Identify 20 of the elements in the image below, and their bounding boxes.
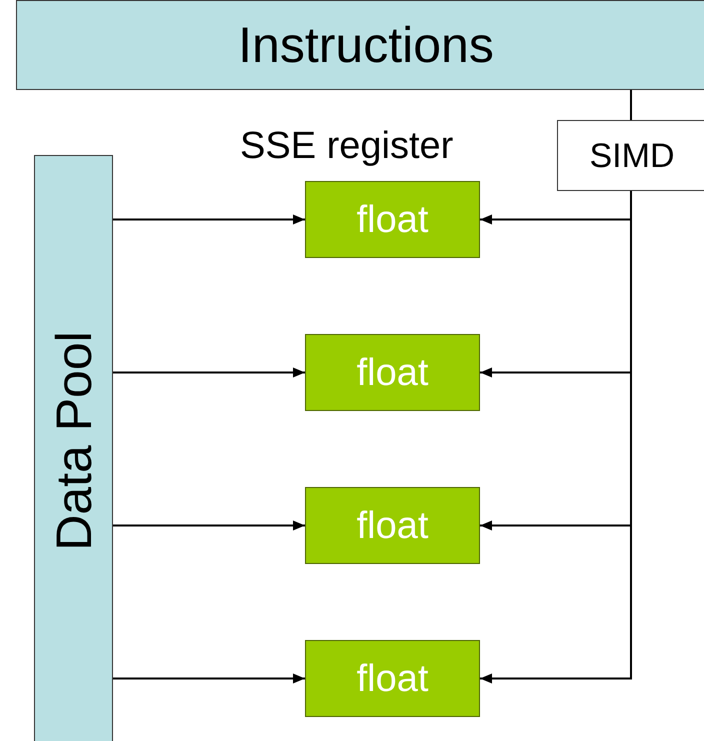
node-text: Instructions: [238, 20, 494, 70]
register-box: [305, 334, 480, 411]
label-box: [557, 120, 704, 191]
arrow: [113, 674, 305, 684]
data-pool-band: [34, 155, 113, 741]
arrow: [113, 520, 305, 530]
node-text: float: [356, 200, 428, 238]
register-box: [305, 181, 480, 258]
node-text: float: [356, 354, 428, 392]
connector-line: [630, 90, 632, 120]
node-text: float: [356, 506, 428, 544]
arrow: [113, 368, 305, 378]
node-text: float: [356, 660, 428, 698]
arrow: [113, 214, 305, 224]
register-box: [305, 640, 480, 717]
node-text: Data Pool: [48, 331, 98, 551]
section-label: SSE register: [240, 126, 454, 168]
register-box: [305, 487, 480, 564]
instructions-bar: [16, 0, 704, 90]
node-text: SIMD: [590, 138, 674, 172]
